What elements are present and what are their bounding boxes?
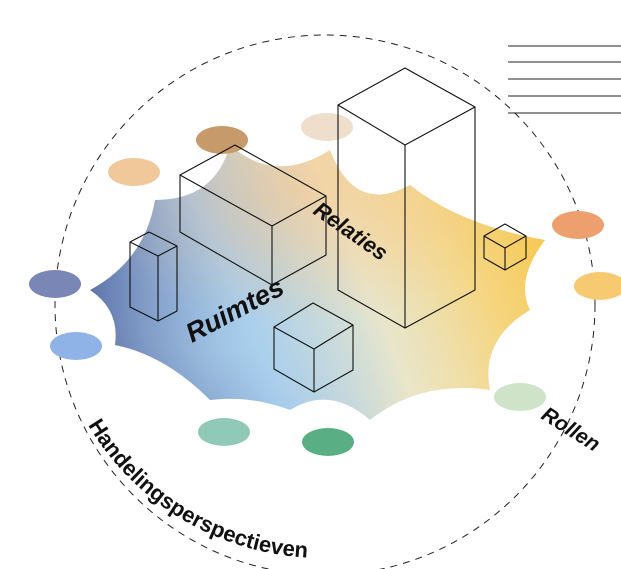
outer-dashed-circle <box>54 34 596 569</box>
slim-box <box>129 231 178 322</box>
ellipse-orange <box>552 211 604 239</box>
ellipses <box>29 113 621 456</box>
ellipse-mint <box>494 383 546 411</box>
ellipse-navy <box>29 270 81 298</box>
label-handelingsperspectieven: Handelingsperspectieven <box>84 414 309 562</box>
ellipse-peach <box>108 158 160 186</box>
tall-box <box>337 67 476 329</box>
wide-box <box>179 144 327 286</box>
ellipse-cream <box>301 113 353 141</box>
ellipse-brown <box>196 126 248 154</box>
ellipse-green <box>302 428 354 456</box>
decorative-lines <box>508 45 621 114</box>
cube-center <box>273 302 354 393</box>
ellipse-teal <box>198 418 250 446</box>
central-blob <box>90 145 545 420</box>
label-rollen: Rollen <box>537 403 604 457</box>
ellipse-yellow <box>574 272 621 300</box>
ellipse-blue <box>50 332 102 360</box>
cube-small <box>483 223 527 271</box>
